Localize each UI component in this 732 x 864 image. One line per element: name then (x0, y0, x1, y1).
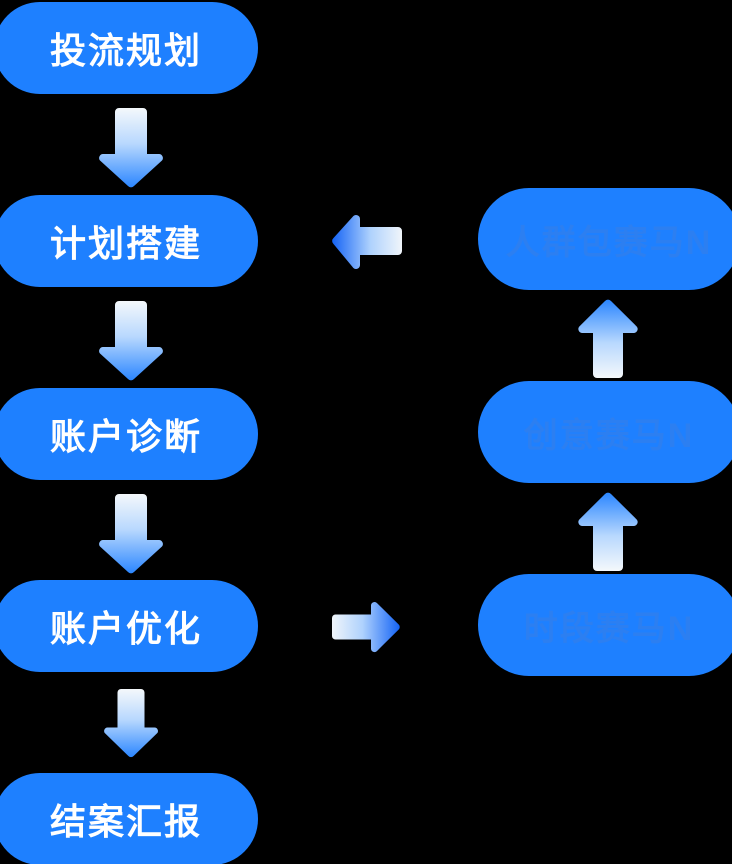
node-plan-build[interactable]: 计划搭建 (0, 195, 258, 287)
arrow-up-icon (573, 489, 643, 575)
node-creative-race[interactable]: 创意赛马N (478, 381, 732, 483)
arrow-left-icon (330, 213, 406, 269)
node-account-optimization[interactable]: 账户优化 (0, 580, 258, 672)
arrow-up-icon (573, 296, 643, 382)
arrow-down-icon (93, 297, 169, 384)
node-final-report[interactable]: 结案汇报 (0, 773, 258, 864)
node-crowd-package-race[interactable]: 人群包赛马N (478, 188, 732, 290)
arrow-down-icon (93, 490, 169, 577)
arrow-right-icon (328, 601, 402, 653)
arrow-down-icon (99, 686, 163, 760)
node-timeslot-race[interactable]: 时段赛马N (478, 574, 732, 676)
node-account-diagnosis[interactable]: 账户诊断 (0, 388, 258, 480)
arrow-down-icon (93, 104, 169, 191)
node-planning[interactable]: 投流规划 (0, 2, 258, 94)
